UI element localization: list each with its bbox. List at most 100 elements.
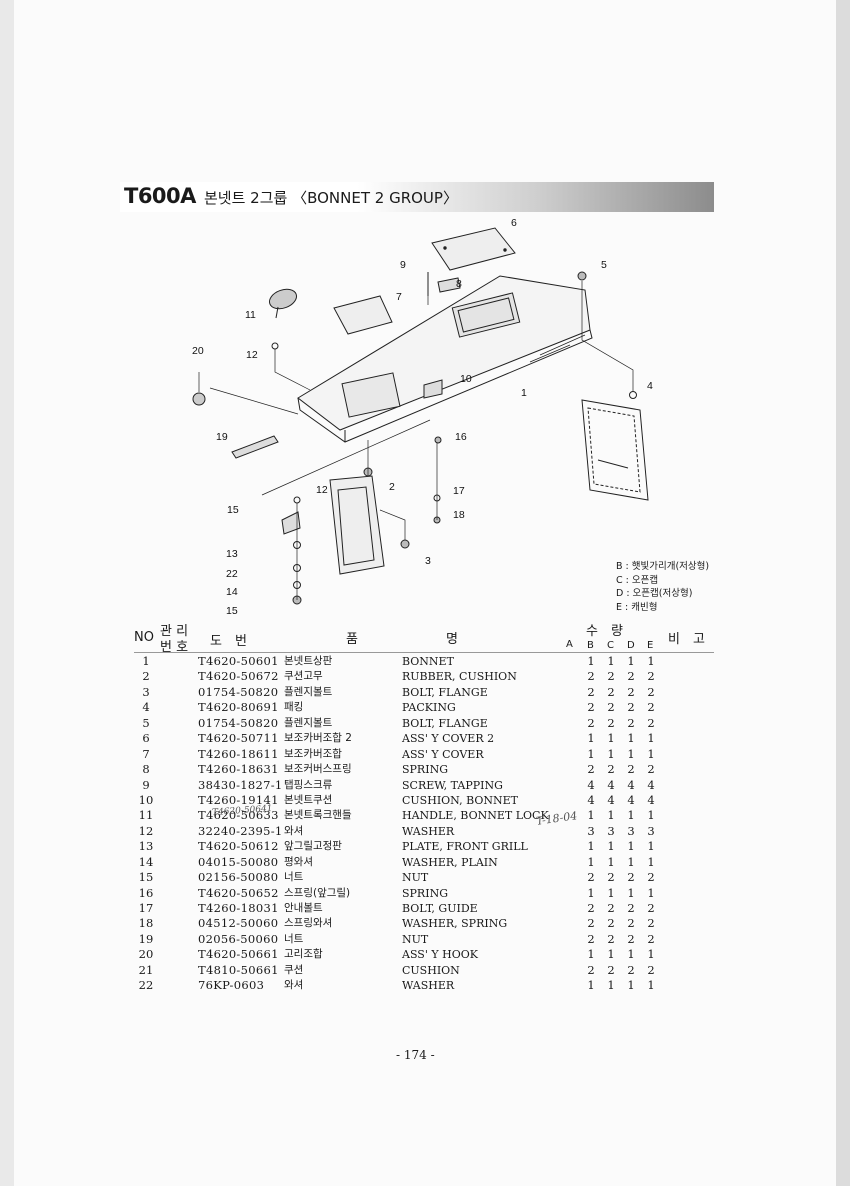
part-name-english: WASHER — [402, 979, 455, 993]
qty-c: 1 — [607, 654, 615, 668]
part-name-english: NUT — [402, 932, 429, 946]
callout-12b: 12 — [316, 484, 328, 496]
part-name-korean: 와셔 — [284, 824, 304, 837]
qty-e: 2 — [647, 669, 655, 684]
qty-b: 1 — [587, 731, 595, 746]
qty-d: 1 — [627, 808, 635, 823]
group-title: 본넷트 2그룹 〈BONNET 2 GROUP〉 — [204, 189, 458, 207]
callout-12a: 12 — [246, 349, 258, 361]
qty-c: 2 — [607, 901, 615, 915]
part-number: T4260-18031 — [198, 901, 279, 915]
legend-d: D : 오픈캡(저상형) — [616, 588, 693, 599]
callout-9: 9 — [400, 259, 406, 271]
qty-e: 4 — [647, 792, 655, 807]
part-number: 02056-50060 — [198, 931, 279, 946]
qty-e: 1 — [647, 731, 655, 746]
part-name-korean: 본넷트쿠션 — [284, 793, 333, 806]
row-number: 19 — [138, 931, 154, 946]
qty-d: 1 — [627, 885, 635, 900]
qty-b: 2 — [587, 916, 595, 931]
spring-8 — [437, 277, 461, 293]
row-number: 4 — [142, 700, 150, 715]
parts-table-header: NO 관 리 번 호 도 번 품 명 수 량 A B C D E 비 고 — [134, 620, 714, 655]
qty-b: 2 — [587, 931, 595, 946]
part-name-english: NUT — [402, 871, 429, 885]
part-name-english: WASHER, PLAIN — [402, 855, 498, 869]
qty-e: 1 — [647, 978, 655, 993]
qty-e: 1 — [647, 746, 655, 761]
qty-e: 2 — [647, 715, 655, 730]
part-number: T4810-50661 — [198, 962, 279, 977]
qty-e: 2 — [647, 962, 655, 977]
part-number: 04512-50060 — [198, 916, 279, 931]
qty-c: 1 — [607, 978, 615, 993]
qty-d: 4 — [627, 792, 635, 807]
callout-17: 16 — [455, 431, 467, 443]
lock-handle-11 — [268, 288, 298, 319]
part-number: T4620-50711 — [198, 731, 279, 746]
qty-c: 2 — [607, 700, 615, 715]
part-name-korean: 플렌지볼트 — [284, 685, 333, 698]
qty-d: 2 — [627, 931, 635, 946]
qty-d: 1 — [627, 731, 635, 746]
part-number: 76KP-0603 — [198, 978, 265, 993]
part-name-english: SPRING — [402, 886, 448, 900]
side-bracket — [581, 399, 649, 501]
row-number: 15 — [138, 870, 154, 885]
bonnet-panel — [297, 275, 593, 443]
col-qty: 수 량 — [586, 624, 623, 639]
callout-16: 15 — [227, 504, 239, 516]
part-name-korean: 플렌지볼트 — [284, 716, 333, 729]
qty-c: 1 — [607, 731, 615, 746]
part-name-korean: 보조카버조합 2 — [284, 732, 352, 745]
qty-d: 2 — [627, 962, 635, 977]
col-c: C — [607, 640, 614, 651]
row-number: 18 — [138, 916, 154, 931]
part-name-english: SPRING — [402, 763, 448, 777]
qty-b: 2 — [587, 870, 595, 885]
col-d: D — [627, 640, 635, 651]
legend-e: E : 캐빈형 — [616, 601, 658, 613]
qty-d: 1 — [627, 854, 635, 869]
qty-e: 2 — [647, 870, 655, 885]
callout-18: 17 — [453, 485, 465, 497]
part-number: 38430-1827-1 — [198, 777, 283, 792]
part-name-korean: 너트 — [284, 932, 304, 945]
row-number: 3 — [142, 684, 150, 699]
qty-c: 3 — [607, 823, 615, 838]
row-number: 2 — [142, 669, 150, 684]
col-no: NO — [134, 630, 154, 645]
qty-c: 2 — [607, 715, 615, 730]
qty-b: 1 — [587, 854, 595, 869]
cover-6 — [431, 227, 516, 271]
qty-e: 1 — [647, 839, 655, 854]
qty-e: 4 — [647, 777, 655, 792]
callout-19: 18 — [453, 509, 465, 521]
qty-c: 2 — [607, 962, 615, 977]
row-number: 6 — [142, 731, 150, 746]
callout-2: 2 — [389, 481, 395, 493]
col-mgmt-1: 관 리 — [160, 624, 189, 639]
part-number: T4620-50652 — [198, 885, 279, 900]
part-number: 04015-50080 — [198, 854, 279, 869]
qty-b: 1 — [587, 654, 595, 668]
col-mgmt-2: 번 호 — [160, 640, 189, 655]
qty-d: 2 — [627, 715, 635, 730]
qty-d: 2 — [627, 700, 635, 715]
grill-plate — [329, 467, 410, 575]
qty-d: 2 — [627, 684, 635, 699]
qty-e: 2 — [647, 700, 655, 715]
part-name-english: BOLT, FLANGE — [402, 716, 488, 730]
qty-e: 1 — [647, 947, 655, 962]
qty-c: 1 — [607, 746, 615, 761]
part-number: 01754-50820 — [198, 715, 279, 730]
